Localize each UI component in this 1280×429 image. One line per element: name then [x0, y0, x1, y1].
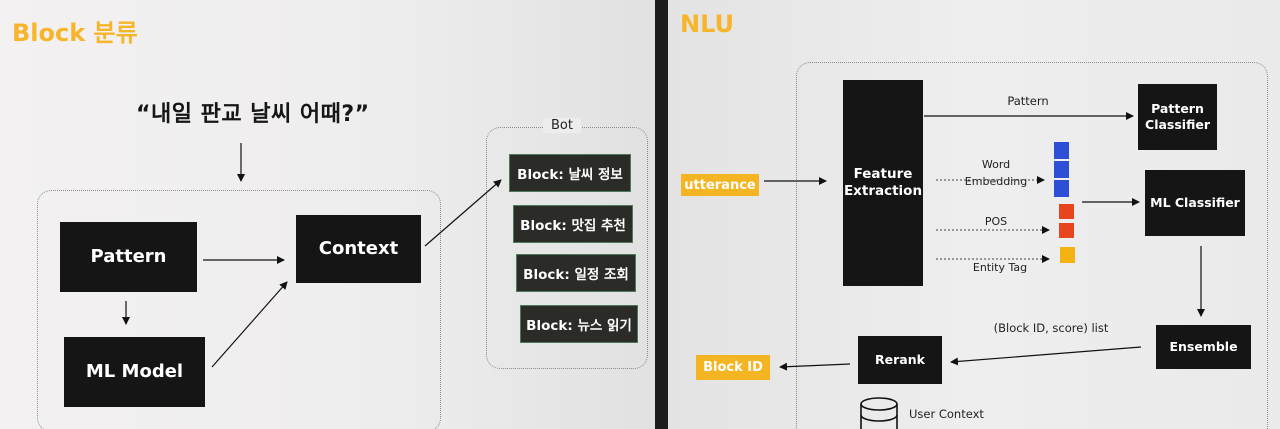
embedding-vector-cell: [1054, 180, 1069, 197]
left-slide: Block 분류 “내일 판교 날씨 어때?” Bot Pattern ML M…: [0, 0, 655, 429]
nlu-group: [796, 62, 1268, 429]
right-slide: NLU utterance Feature Extraction Pattern…: [668, 0, 1280, 429]
block-id-label: Block ID: [696, 355, 770, 380]
slide-title: Block 분류: [12, 19, 138, 47]
block-news: Block: 뉴스 읽기: [520, 305, 638, 343]
utterance-label: utterance: [681, 174, 759, 196]
block-restaurant: Block: 맛집 추천: [513, 205, 633, 243]
slide-divider: [655, 0, 668, 429]
ml-model-box: ML Model: [64, 337, 205, 407]
pos-vector-cell: [1059, 223, 1074, 238]
rerank-box: Rerank: [858, 336, 942, 384]
list-label: (Block ID, score) list: [993, 321, 1109, 335]
pos-label: POS: [984, 215, 1008, 228]
user-context-label: User Context: [909, 407, 984, 421]
pattern-edge-label: Pattern: [1007, 94, 1049, 108]
pattern-classifier-box: Pattern Classifier: [1138, 84, 1217, 150]
feature-extraction-box: Feature Extraction: [843, 80, 923, 286]
pattern-box: Pattern: [60, 222, 197, 292]
database-icon: [860, 397, 898, 429]
classifier-group: [37, 190, 441, 429]
entity-tag-label: Entity Tag: [972, 261, 1028, 274]
bot-label: Bot: [543, 118, 581, 133]
block-schedule: Block: 일정 조회: [516, 254, 636, 292]
word-embedding-label: Word Embedding: [964, 158, 1028, 188]
embedding-vector-cell: [1054, 142, 1069, 159]
context-box: Context: [296, 215, 421, 283]
left-arrows: [122, 174, 502, 325]
block-weather: Block: 날씨 정보: [509, 154, 631, 192]
pos-vector-cell: [1059, 204, 1074, 219]
entity-vector-cell: [1060, 247, 1075, 263]
slide-title: NLU: [680, 10, 735, 38]
ensemble-box: Ensemble: [1156, 325, 1251, 369]
ml-classifier-box: ML Classifier: [1145, 170, 1245, 236]
query-text: “내일 판교 날씨 어때?”: [136, 102, 370, 127]
embedding-vector-cell: [1054, 161, 1069, 178]
right-arrows: [764, 112, 1205, 429]
